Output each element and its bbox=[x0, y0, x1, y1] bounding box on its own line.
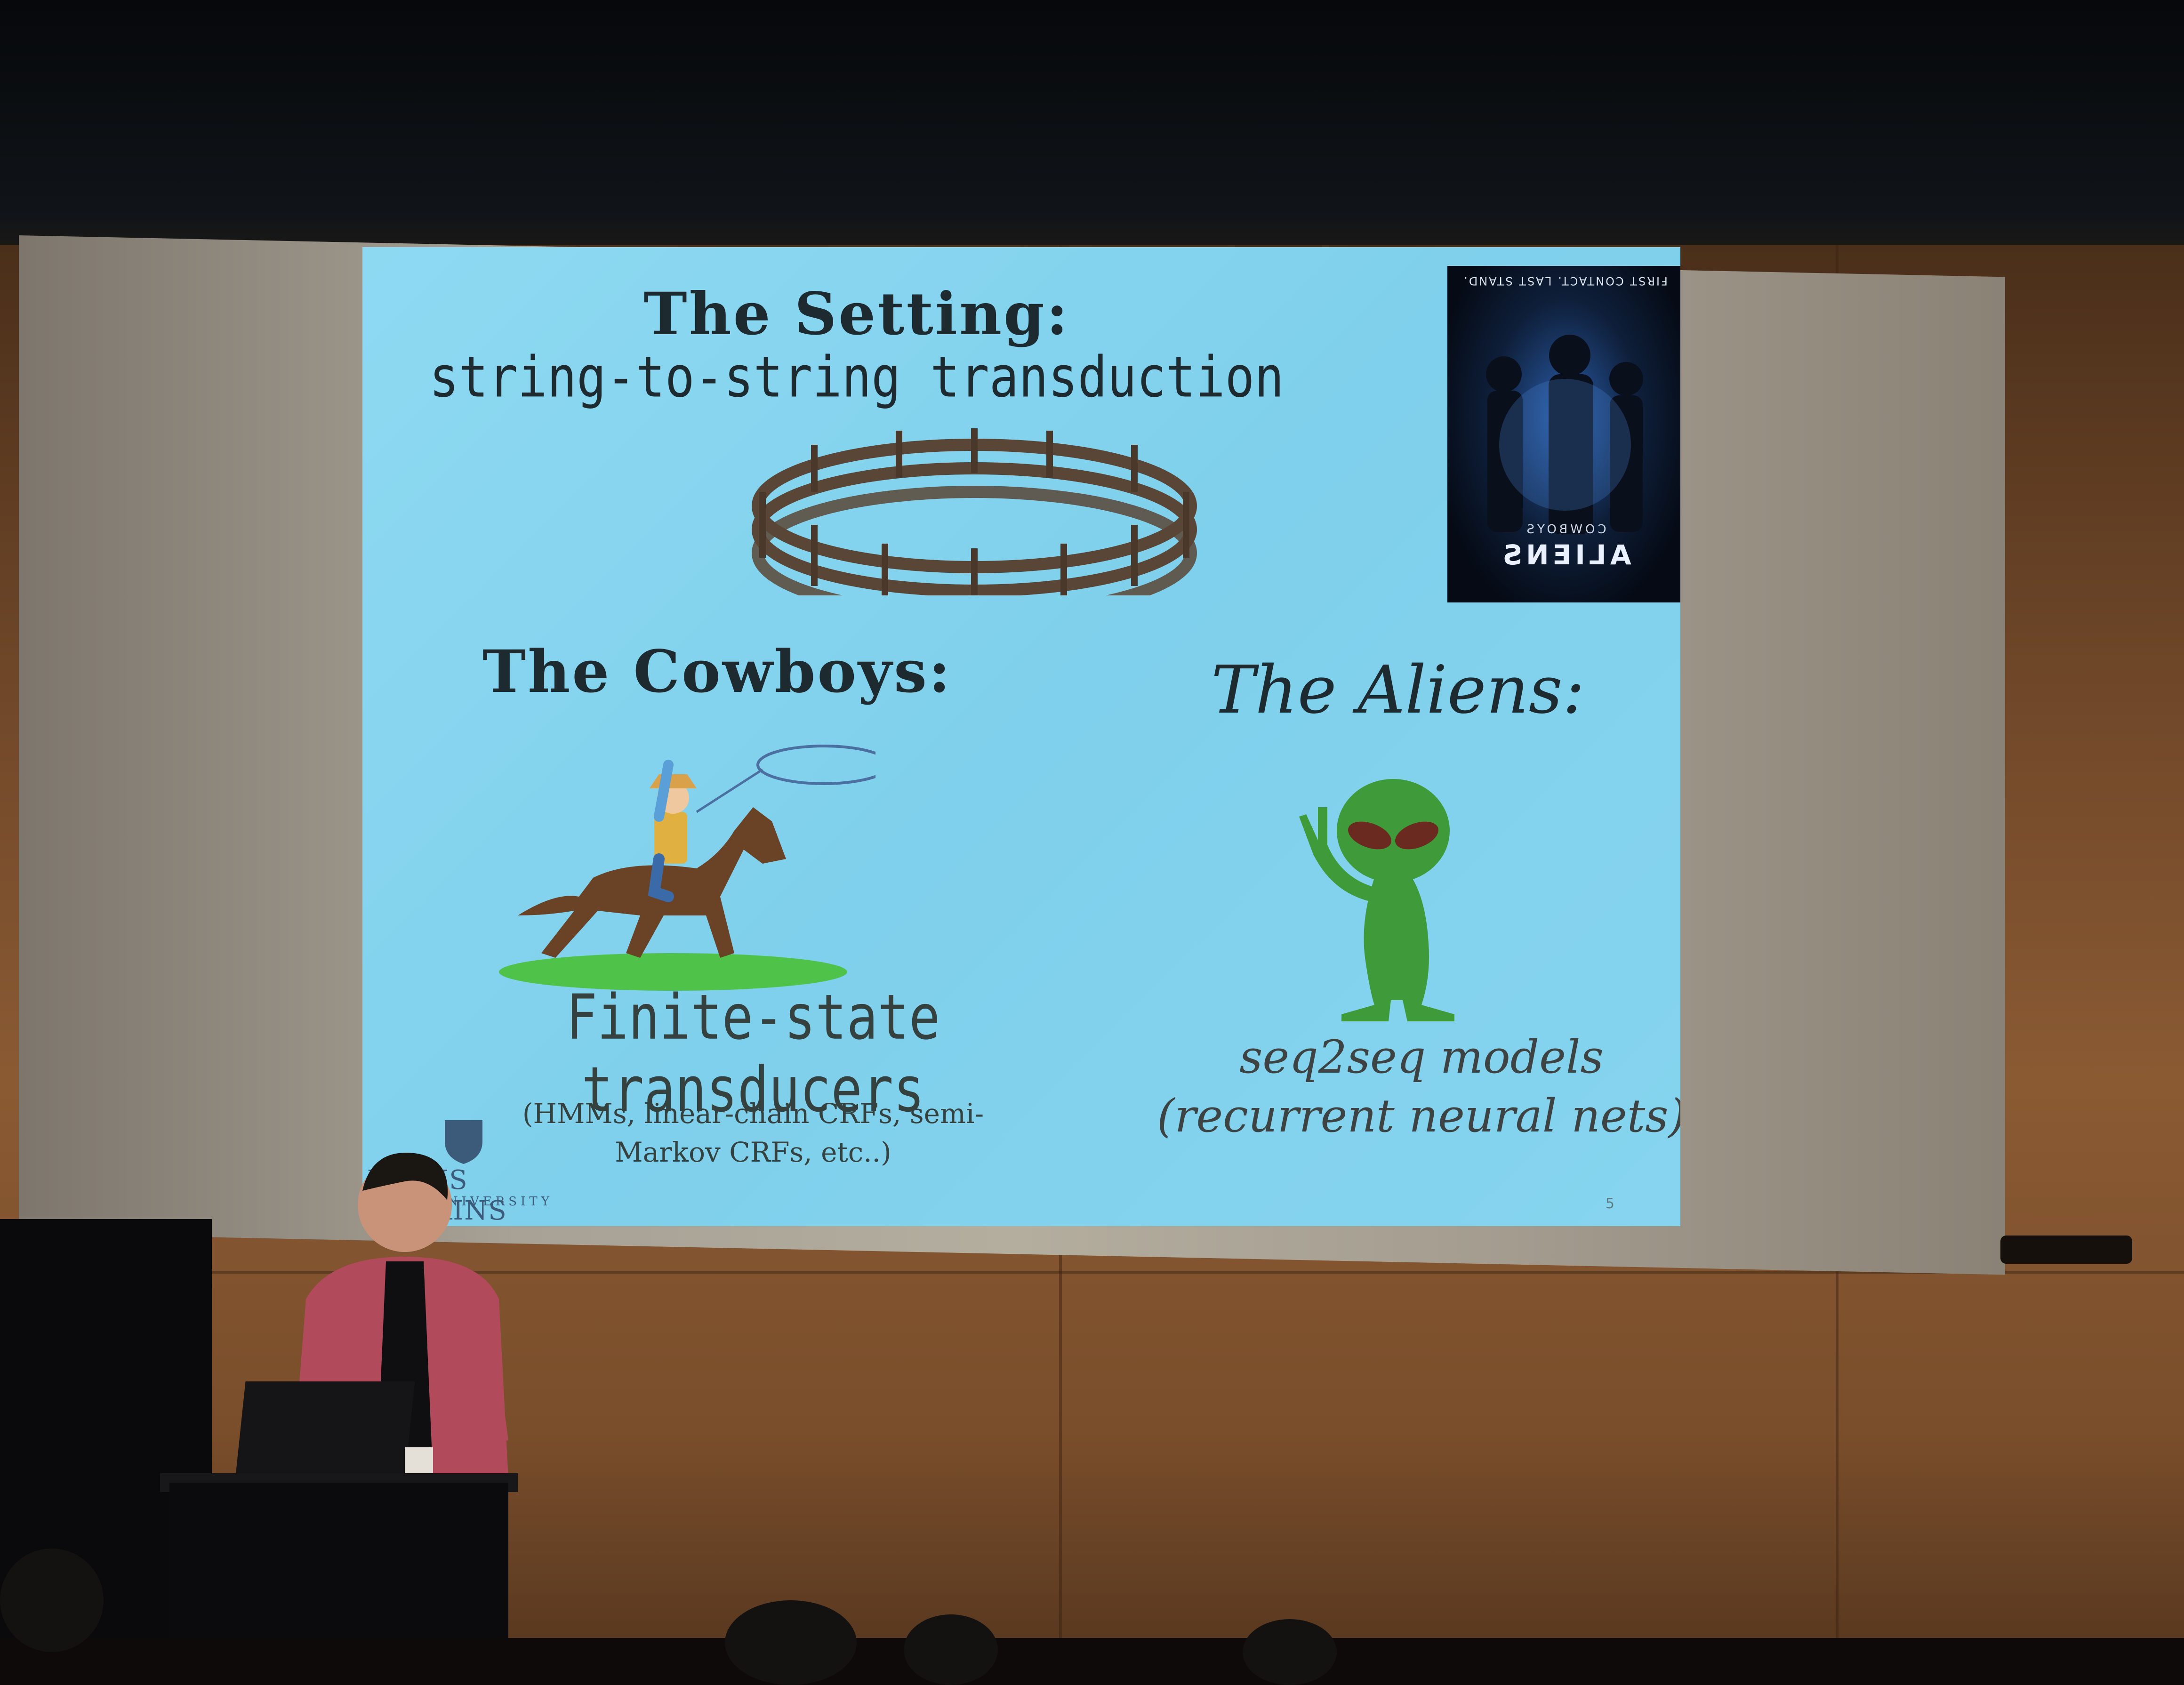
alien-icon bbox=[1299, 779, 1454, 1021]
poster-tagline: FIRST CONTACT. LAST STAND. bbox=[1462, 274, 1668, 288]
page-number: 5 bbox=[1605, 1196, 1614, 1212]
ceiling bbox=[0, 0, 2184, 264]
screen-roller bbox=[2000, 1236, 2132, 1264]
poster-title-line1: COWBOYS bbox=[1524, 522, 1606, 537]
fence-icon bbox=[752, 428, 1197, 595]
cowboys-heading: The Cowboys: bbox=[482, 638, 952, 706]
audience-head bbox=[1243, 1619, 1337, 1685]
audience-head bbox=[725, 1600, 857, 1685]
slide-title: The Setting: bbox=[643, 280, 1070, 348]
cowboy-on-horse-icon bbox=[499, 745, 875, 991]
rnn-caption: (recurrent neural nets) bbox=[1156, 1090, 1680, 1142]
movie-poster: FIRST CONTACT. LAST STAND. COWBOYS ALIEN… bbox=[1447, 266, 1680, 602]
shield-icon bbox=[445, 1120, 482, 1164]
audience-head bbox=[904, 1614, 998, 1685]
fst-subcaption: (HMMs, linear-chain CRFs, semi-Markov CR… bbox=[522, 1098, 984, 1168]
laptop bbox=[234, 1381, 415, 1485]
audience-head bbox=[0, 1549, 104, 1652]
slide-subtitle: string-to-string transduction bbox=[429, 344, 1284, 410]
slide: The Setting: string-to-string transducti… bbox=[362, 247, 1680, 1226]
seq2seq-caption: seq2seq models bbox=[1239, 1031, 1604, 1083]
aliens-heading: The Aliens: bbox=[1211, 652, 1585, 729]
poster-title-line2: ALIENS bbox=[1499, 539, 1631, 571]
podium bbox=[169, 1483, 508, 1638]
poster-figures-icon bbox=[1486, 335, 1643, 534]
fst-caption: Finite-state transducers bbox=[566, 981, 940, 1126]
logo-subtext: UNIVERSITY bbox=[433, 1195, 553, 1209]
wall-seam bbox=[0, 1271, 2184, 1274]
